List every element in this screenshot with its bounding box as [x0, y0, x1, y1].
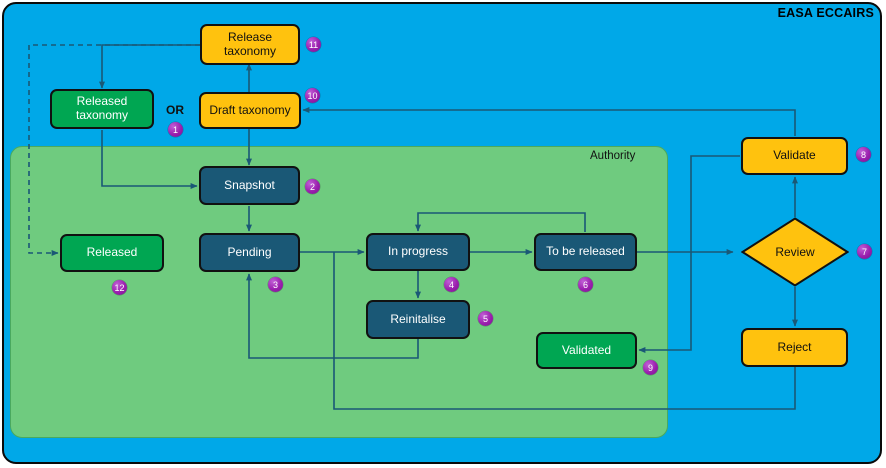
node-label: To be released	[546, 244, 625, 259]
badge-review: 7	[857, 244, 872, 259]
node-label: Released	[86, 245, 138, 260]
node-label: Validate	[773, 148, 816, 163]
node-label: Release taxonomy	[223, 29, 277, 58]
node-reinitalise[interactable]: Reinitalise	[366, 300, 470, 339]
node-label: Draft taxonomy	[209, 102, 291, 117]
badge-released: 12	[112, 280, 127, 295]
node-to-be-released[interactable]: To be released	[534, 233, 637, 271]
authority-label: Authority	[590, 150, 636, 162]
node-label: Validated	[561, 342, 612, 357]
node-label: Reinitalise	[390, 311, 446, 326]
badge-in-progress: 4	[444, 277, 459, 292]
node-reject[interactable]: Reject	[741, 328, 848, 367]
badge-or: 1	[168, 122, 183, 137]
node-label: Review	[775, 245, 815, 259]
badge-validate: 8	[856, 147, 871, 162]
badge-to-be-released: 6	[578, 277, 593, 292]
node-label: Released taxonomy	[75, 94, 129, 122]
node-draft-taxonomy[interactable]: Draft taxonomy	[199, 92, 301, 129]
badge-snapshot: 2	[305, 179, 320, 194]
node-snapshot[interactable]: Snapshot	[199, 166, 300, 205]
node-label: Snapshot	[224, 177, 275, 192]
node-release-taxonomy[interactable]: Release taxonomy	[200, 24, 300, 65]
node-validated[interactable]: Validated	[536, 332, 637, 369]
node-label: Reject	[777, 339, 812, 354]
node-review[interactable]: Review	[741, 217, 849, 287]
badge-draft-taxonomy: 10	[305, 88, 320, 103]
diamond-shape	[741, 217, 849, 287]
node-validate[interactable]: Validate	[741, 137, 848, 175]
badge-validated: 9	[643, 360, 658, 375]
node-released-taxonomy[interactable]: Released taxonomy	[50, 89, 154, 129]
page-title: EASA ECCAIRS	[777, 6, 874, 20]
node-in-progress[interactable]: In progress	[366, 233, 470, 271]
authority-swimlane	[10, 146, 668, 438]
badge-reinitalise: 5	[478, 311, 493, 326]
node-label: Pending	[227, 244, 272, 259]
or-label: OR	[166, 103, 184, 117]
node-label: In progress	[387, 244, 449, 259]
node-pending[interactable]: Pending	[199, 233, 300, 272]
node-released[interactable]: Released	[60, 234, 164, 272]
badge-release-taxonomy: 11	[306, 37, 321, 52]
badge-pending: 3	[268, 277, 283, 292]
